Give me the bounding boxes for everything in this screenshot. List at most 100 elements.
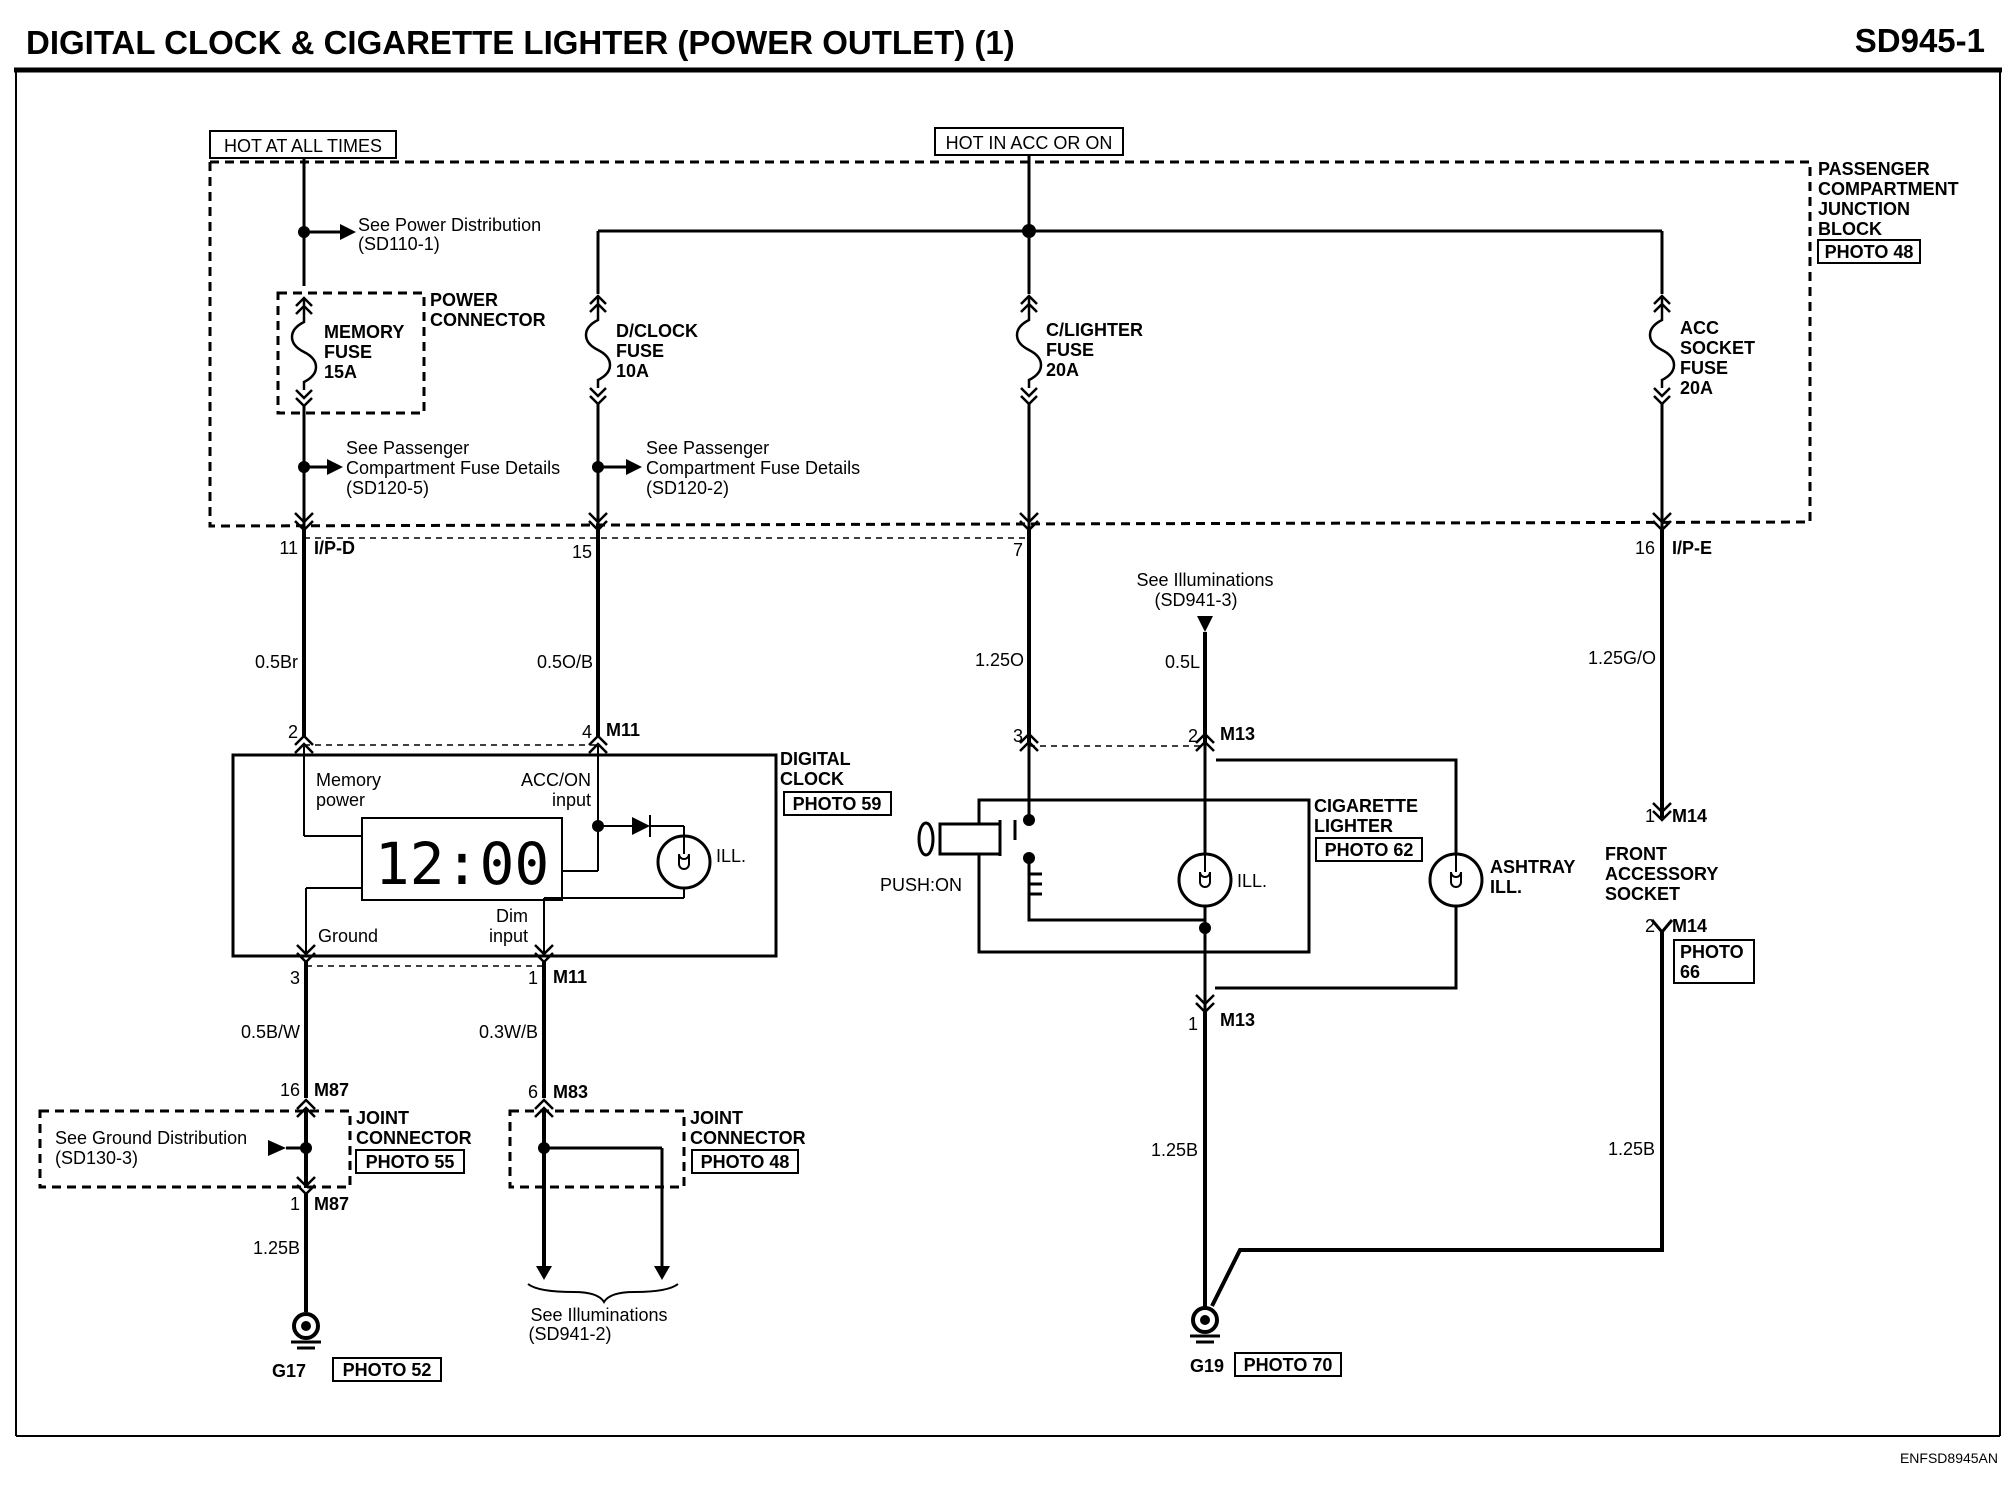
svg-text:COMPARTMENT: COMPARTMENT xyxy=(1818,179,1959,199)
diode-icon xyxy=(632,817,650,835)
joint-connector-label-b: JOINT xyxy=(690,1108,743,1128)
svg-text:Compartment Fuse Details: Compartment Fuse Details xyxy=(646,458,860,478)
connector-label-m14: M14 xyxy=(1672,806,1707,826)
wire-label-0-5bw: 0.5B/W xyxy=(241,1022,300,1042)
svg-text:16: 16 xyxy=(1635,538,1655,558)
svg-text:M83: M83 xyxy=(553,1082,588,1102)
svg-text:M87: M87 xyxy=(314,1194,349,1214)
svg-text:(SD941-2): (SD941-2) xyxy=(528,1324,611,1344)
svg-text:(SD941-3): (SD941-3) xyxy=(1154,590,1237,610)
connector-label-ipd: I/P-D xyxy=(314,538,355,558)
svg-text:SOCKET: SOCKET xyxy=(1680,338,1755,358)
joint-connector-m87-outline xyxy=(38,1109,352,1189)
power-connector-outline xyxy=(276,291,426,415)
svg-text:11: 11 xyxy=(279,538,298,558)
clock-display xyxy=(361,817,563,901)
acc-socket-fuse-label: ACC xyxy=(1680,318,1719,338)
dclock-fuse-label: D/CLOCK xyxy=(616,321,698,341)
clock-ground-label: Ground xyxy=(318,926,378,946)
clock-dim-input-label: Dim xyxy=(496,906,528,926)
joint-connector-photo-a: PHOTO 55 xyxy=(366,1152,455,1172)
svg-text:66: 66 xyxy=(1680,962,1700,982)
svg-text:16: 16 xyxy=(280,1080,300,1100)
svg-text:20A: 20A xyxy=(1680,378,1713,398)
svg-text:(SD130-3): (SD130-3) xyxy=(55,1148,138,1168)
lighter-element xyxy=(1027,858,1205,922)
lighter-ill-lamp-icon xyxy=(1177,852,1233,908)
svg-text:CONNECTOR: CONNECTOR xyxy=(356,1128,472,1148)
svg-text:1: 1 xyxy=(1645,806,1655,826)
memory-fuse-label: MEMORY xyxy=(324,322,404,342)
svg-text:CONNECTOR: CONNECTOR xyxy=(430,310,546,330)
clock-ill-lamp-icon xyxy=(656,834,712,890)
ref-power-distribution: See Power Distribution xyxy=(358,215,541,235)
svg-text:7: 7 xyxy=(1013,540,1023,560)
svg-text:3: 3 xyxy=(1013,726,1023,746)
svg-text:input: input xyxy=(552,790,591,810)
wire-label-1-25b-g19: 1.25B xyxy=(1151,1140,1198,1160)
svg-text:6: 6 xyxy=(528,1082,538,1102)
clock-display-text: 12:00 xyxy=(375,830,550,898)
wire-label-0-5ob: 0.5O/B xyxy=(537,652,593,672)
junction-block-outline xyxy=(208,160,1812,528)
wire-label-0-5l: 0.5L xyxy=(1165,652,1200,672)
clighter-fuse-label: C/LIGHTER xyxy=(1046,320,1143,340)
ref-fuse-details-b: See Passenger xyxy=(646,438,769,458)
ref-illuminations-b: See Illuminations xyxy=(530,1305,667,1325)
wire-label-1-25go: 1.25G/O xyxy=(1588,648,1656,668)
svg-text:M87: M87 xyxy=(314,1080,349,1100)
svg-text:FUSE: FUSE xyxy=(324,342,372,362)
svg-text:1: 1 xyxy=(1188,1014,1198,1034)
svg-text:2: 2 xyxy=(288,722,298,742)
lighter-ill-label: ILL. xyxy=(1237,871,1267,891)
wire-label-1-25b-g17: 1.25B xyxy=(253,1238,300,1258)
svg-text:CLOCK: CLOCK xyxy=(780,769,844,789)
cigarette-lighter-photo: PHOTO 62 xyxy=(1325,840,1414,860)
ground-g19-photo: PHOTO 70 xyxy=(1244,1355,1333,1375)
svg-text:FUSE: FUSE xyxy=(616,341,664,361)
connector-label-m13: M13 xyxy=(1220,724,1255,744)
svg-text:BLOCK: BLOCK xyxy=(1818,219,1882,239)
svg-text:LIGHTER: LIGHTER xyxy=(1314,816,1393,836)
footer-code: ENFSD8945AN xyxy=(1900,1450,1998,1466)
page-code: SD945-1 xyxy=(1855,22,1985,59)
wire-1-25b-socket xyxy=(1210,932,1664,1307)
svg-text:M14: M14 xyxy=(1672,916,1707,936)
svg-text:4: 4 xyxy=(582,722,592,742)
joint-connector-label-a: JOINT xyxy=(356,1108,409,1128)
svg-text:M11: M11 xyxy=(553,967,587,987)
ref-fuse-details-a: See Passenger xyxy=(346,438,469,458)
svg-text:CONNECTOR: CONNECTOR xyxy=(690,1128,806,1148)
wire-label-0-3wb: 0.3W/B xyxy=(479,1022,538,1042)
digital-clock-photo: PHOTO 59 xyxy=(793,794,882,814)
svg-text:(SD120-2): (SD120-2) xyxy=(646,478,729,498)
joint-connector-photo-b: PHOTO 48 xyxy=(701,1152,790,1172)
svg-text:ACCESSORY: ACCESSORY xyxy=(1605,864,1718,884)
lighter-plunger xyxy=(938,822,1002,856)
junction-block-label: PASSENGER COMPARTMENT JUNCTION BLOCK PHO… xyxy=(1817,159,1959,264)
svg-text:3: 3 xyxy=(290,968,300,988)
svg-text:PHOTO 48: PHOTO 48 xyxy=(1825,242,1914,262)
svg-text:(SD110-1): (SD110-1) xyxy=(358,234,440,254)
svg-text:(SD120-5): (SD120-5) xyxy=(346,478,429,498)
svg-text:ILL.: ILL. xyxy=(1490,877,1522,897)
ref-illuminations-a: See Illuminations xyxy=(1136,570,1273,590)
hot-at-all-times-box xyxy=(209,130,397,159)
ashtray-ill-label: ASHTRAY xyxy=(1490,857,1575,877)
svg-text:15: 15 xyxy=(572,542,592,562)
ref-ground-distribution: See Ground Distribution xyxy=(55,1128,247,1148)
acc-socket-fuse xyxy=(1648,294,1676,406)
svg-text:1: 1 xyxy=(290,1194,300,1214)
svg-text:M13: M13 xyxy=(1220,1010,1255,1030)
connector-label-ipe: I/P-E xyxy=(1672,538,1712,558)
ground-g19-label: G19 xyxy=(1190,1356,1224,1376)
joint-connector-m83-outline xyxy=(508,1109,686,1189)
memory-fuse xyxy=(290,296,318,408)
connector-label-m11: M11 xyxy=(606,720,640,740)
front-accessory-socket-photo: PHOTO xyxy=(1680,942,1744,962)
svg-text:input: input xyxy=(489,926,528,946)
svg-text:2: 2 xyxy=(1188,726,1198,746)
svg-text:20A: 20A xyxy=(1046,360,1079,380)
digital-clock-label: DIGITAL xyxy=(780,749,851,769)
